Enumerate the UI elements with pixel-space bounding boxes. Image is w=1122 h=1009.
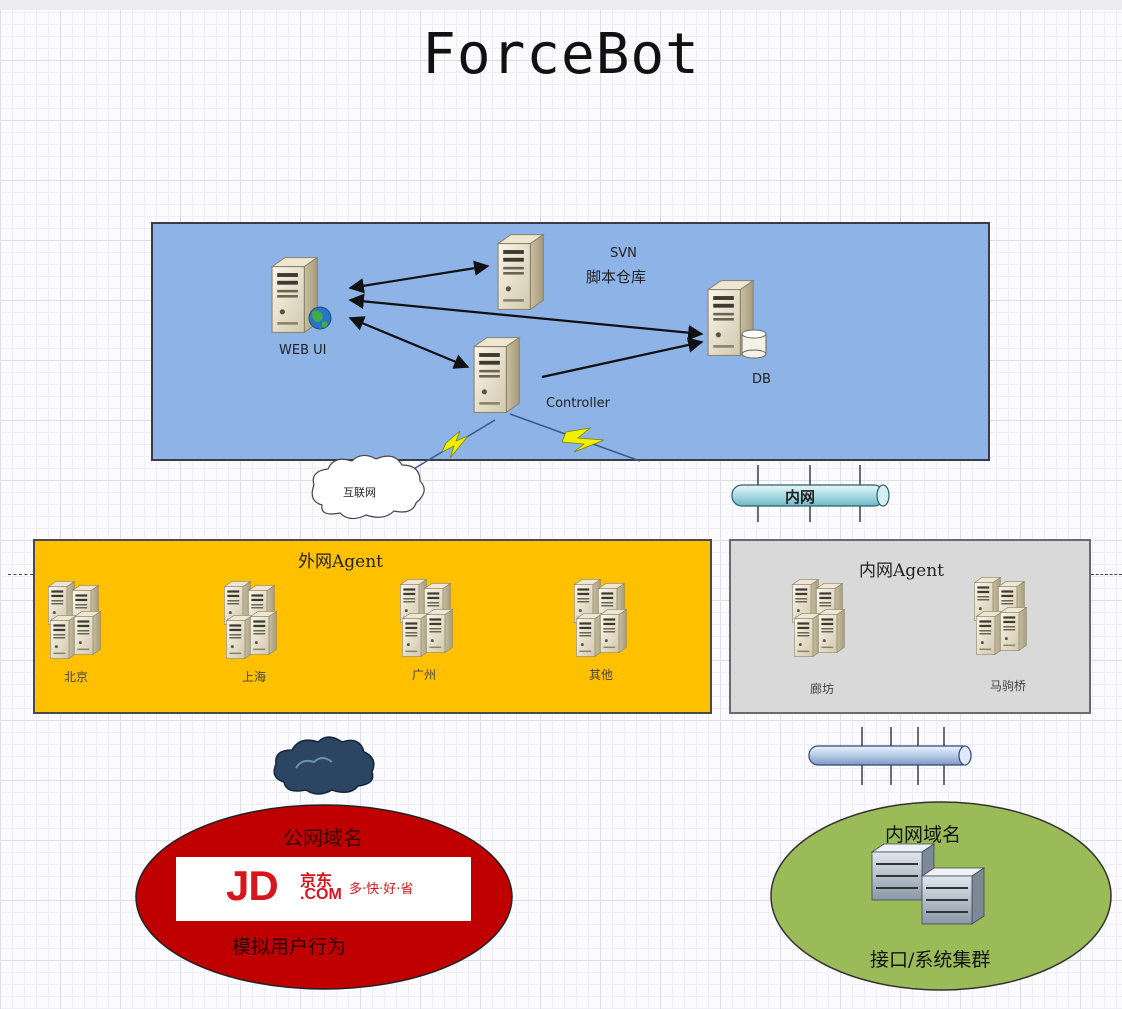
node-label-langfang: 廊坊 [810,682,835,696]
intranet-label: 内网 [785,488,816,506]
internal-domain-caption: 接口/系统集群 [870,949,991,971]
diagram-title: ForceBot [422,22,700,87]
svn-label: SVN [610,246,637,261]
jd-logo-cn: 京东 [300,871,333,890]
jd-logo-com: .COM [300,886,342,903]
public-domain-title: 公网域名 [283,826,363,850]
globe-icon [308,306,332,330]
external-agent-title: 外网Agent [298,552,383,572]
node-label-majuqiao: 马驹桥 [990,679,1027,693]
divider-line-left [8,574,33,575]
db-label: DB [752,372,771,387]
svn-sublabel: 脚本仓库 [586,268,647,286]
jd-logo-brand: JD [226,862,279,909]
node-label-beijing: 北京 [64,670,89,684]
divider-line-right [1091,574,1122,575]
webui-controller-arrow [348,316,470,369]
intranet-pipe-icon [731,465,890,522]
top-band [0,0,1122,10]
internal-agent-panel [729,539,1091,714]
controller-server-icon [473,336,520,414]
shanghai-cluster-icon [224,581,276,658]
webui-svn-arrow [348,260,490,294]
node-label-shanghai: 上海 [242,670,267,684]
svn-server-icon [497,233,544,311]
controller-db-arrow [541,337,704,379]
intranet-pipe-bottom-icon [808,727,972,785]
beijing-cluster-icon [48,581,100,658]
langfang-cluster-icon [792,579,844,656]
webui-db-arrow [348,293,704,341]
rack-cluster-icon [870,843,986,925]
internal-agent-title: 内网Agent [859,561,944,581]
internal-domain-title: 内网域名 [885,824,962,846]
lightning-bolt-icon [561,427,605,453]
public-domain-caption: 模拟用户行为 [232,936,347,958]
guangzhou-cluster-icon [400,579,452,656]
node-label-other: 其他 [589,668,614,682]
jd-logo [176,857,471,921]
lightning-bolt-icon [441,430,469,459]
other-cluster-icon [574,579,626,656]
jd-logo-slogan: 多·快·好·省 [349,882,414,897]
dark-cloud-icon [273,736,375,795]
internet-label: 互联网 [343,486,376,499]
controller-label: Controller [546,396,610,411]
node-label-guangzhou: 广州 [412,668,437,682]
webui-label: WEB UI [279,343,327,358]
internet-cloud-icon [311,454,425,520]
database-icon [741,329,767,359]
majuqiao-cluster-icon [974,577,1026,654]
